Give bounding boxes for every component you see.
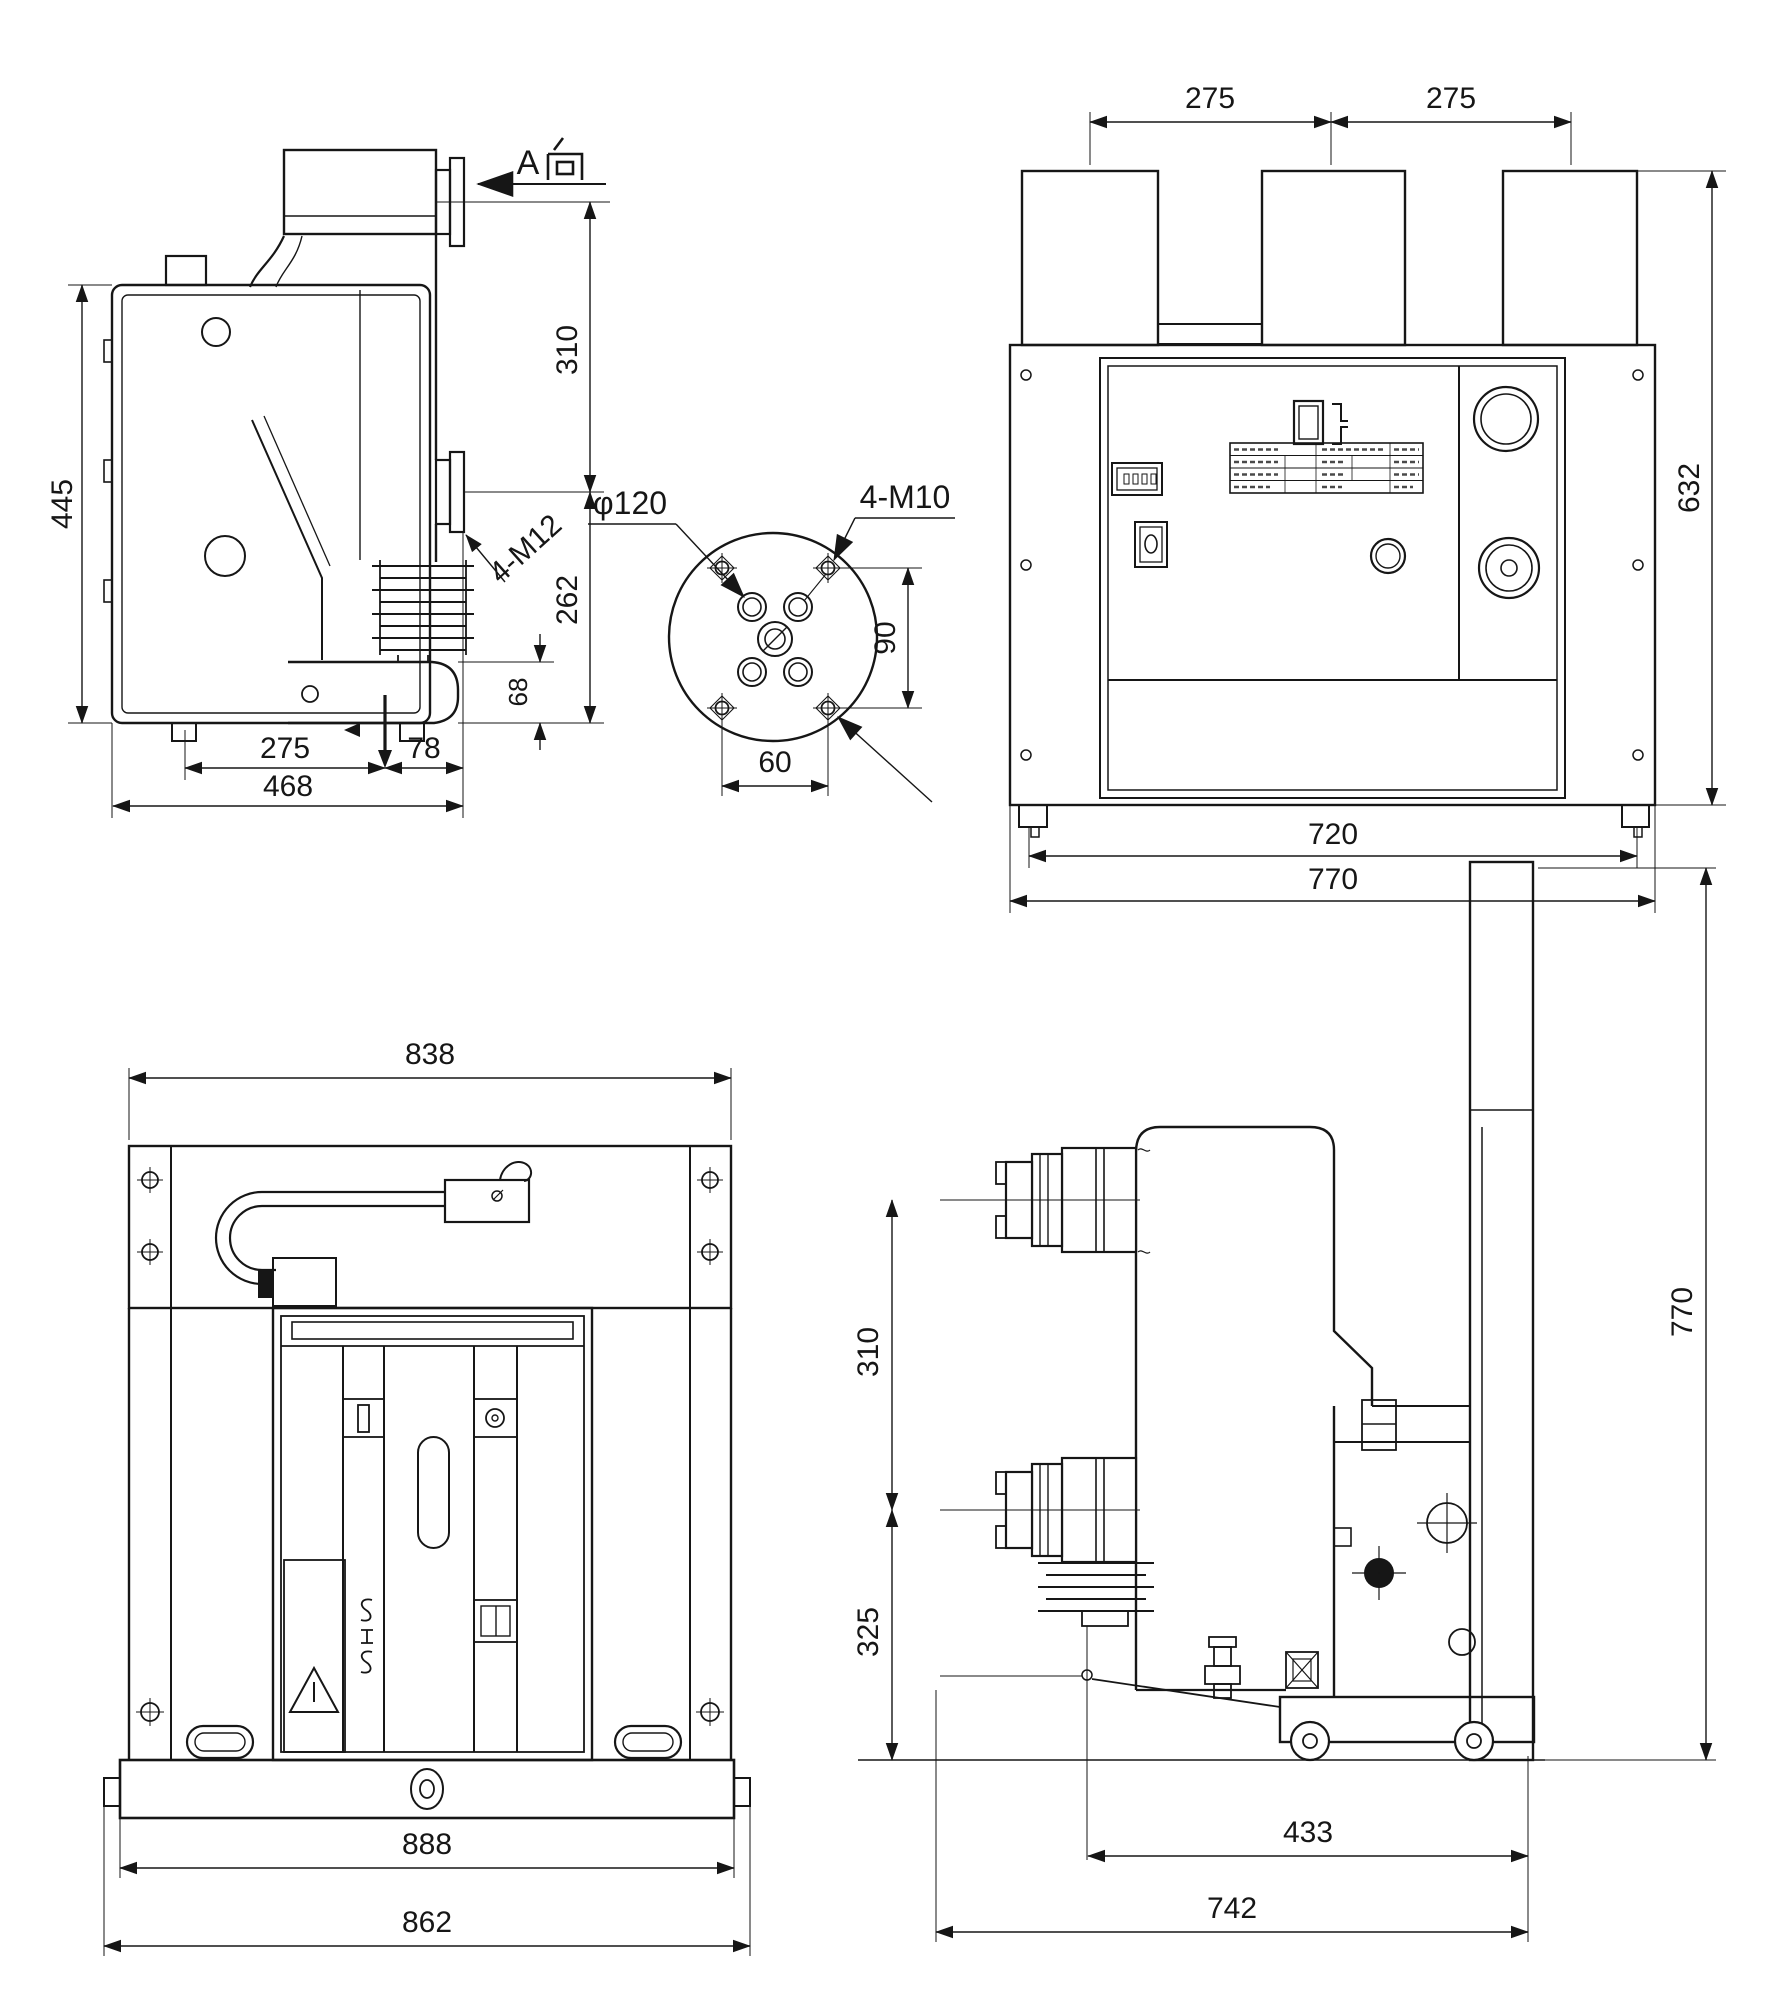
dim-275-left: 275: [1185, 82, 1235, 115]
warning-label: [283, 1559, 346, 1753]
view-rear: 838 888 862: [103, 1038, 751, 1956]
mechanism-rear-panel: [271, 1306, 594, 1762]
dim-888: 888: [402, 1828, 452, 1861]
charging-window: [1292, 399, 1325, 446]
mounting-wall: [1468, 860, 1535, 1762]
panel-screws: [1020, 369, 1644, 761]
cable-plug: [443, 1178, 531, 1224]
nameplate: [1229, 442, 1424, 494]
dim-60: 60: [758, 746, 791, 779]
dim-262: 262: [551, 575, 584, 625]
dim-275-base: 275: [260, 732, 310, 765]
base-arm: [288, 660, 460, 725]
dim-445: 445: [46, 479, 79, 529]
handle-right[interactable]: [613, 1724, 683, 1760]
bellows: [372, 560, 474, 655]
dim-310-side: 310: [852, 1327, 885, 1377]
direction-a-label: A: [436, 137, 610, 203]
rail-marking: [360, 1598, 373, 1674]
mechanism-face-features: [1352, 1493, 1477, 1656]
dim-862: 862: [402, 1906, 452, 1939]
view-side-mounted: 310 325 770 433 742: [852, 860, 1716, 1942]
wheel-front: [1289, 1720, 1331, 1762]
state-indicator[interactable]: [1134, 521, 1168, 568]
dim-433: 433: [1283, 1816, 1333, 1849]
bushing-left: [1020, 169, 1160, 347]
dim-90: 90: [869, 621, 902, 654]
dim-770-width: 770: [1308, 863, 1358, 896]
breaker-body: [1134, 1125, 1470, 1697]
dim-78: 78: [407, 732, 440, 765]
cabinet: [1008, 343, 1657, 807]
slot-opening: [417, 1436, 450, 1549]
lower-terminal: [434, 458, 452, 526]
handle-left[interactable]: [185, 1724, 255, 1760]
bushing-right: [1501, 169, 1639, 347]
top-frame: [127, 1144, 733, 1310]
view-pole-side: 445 A 310 262 68 4-M12 2: [46, 137, 610, 818]
dim-720: 720: [1308, 818, 1358, 851]
dim-310: 310: [551, 325, 584, 375]
bushing-middle: [1260, 169, 1407, 347]
dim-68: 68: [503, 678, 533, 707]
trolley-base: [1278, 1695, 1536, 1744]
pole-top-housing: [282, 148, 438, 236]
frame-mounting-holes: [137, 1167, 723, 1265]
cjk-xiang-glyph-icon: [546, 137, 584, 180]
label-phi-120: φ120: [593, 485, 667, 521]
box-top-lug: [164, 254, 208, 287]
open-button[interactable]: [1472, 385, 1540, 453]
dim-742: 742: [1207, 1892, 1257, 1925]
dim-275-right: 275: [1426, 82, 1476, 115]
wheel-rear: [1453, 1720, 1495, 1762]
upper-terminal-assembly: [940, 1146, 1151, 1254]
dim-325: 325: [852, 1607, 885, 1657]
dim-838: 838: [405, 1038, 455, 1071]
label-4-m10: 4-M10: [860, 479, 951, 515]
manual-trip-hole: [1369, 537, 1407, 575]
dim-770-height: 770: [1666, 1287, 1699, 1337]
base-screws: [136, 1698, 724, 1726]
view-terminal-face: φ120 4-M10 90 60: [588, 479, 955, 803]
secondary-cable: [214, 1161, 532, 1307]
warning-triangle-icon: [288, 1665, 340, 1713]
dim-468: 468: [263, 770, 313, 803]
operation-counter: [1111, 462, 1163, 496]
contact-rings: [737, 592, 813, 687]
direction-a-letter: A: [517, 144, 540, 182]
close-button[interactable]: [1477, 536, 1541, 600]
view-front: 275 275 632 720 770: [1008, 82, 1726, 913]
bellows-linkage: [940, 1562, 1319, 1860]
dim-632: 632: [1673, 463, 1706, 513]
lower-terminal-assembly: [940, 1456, 1140, 1564]
